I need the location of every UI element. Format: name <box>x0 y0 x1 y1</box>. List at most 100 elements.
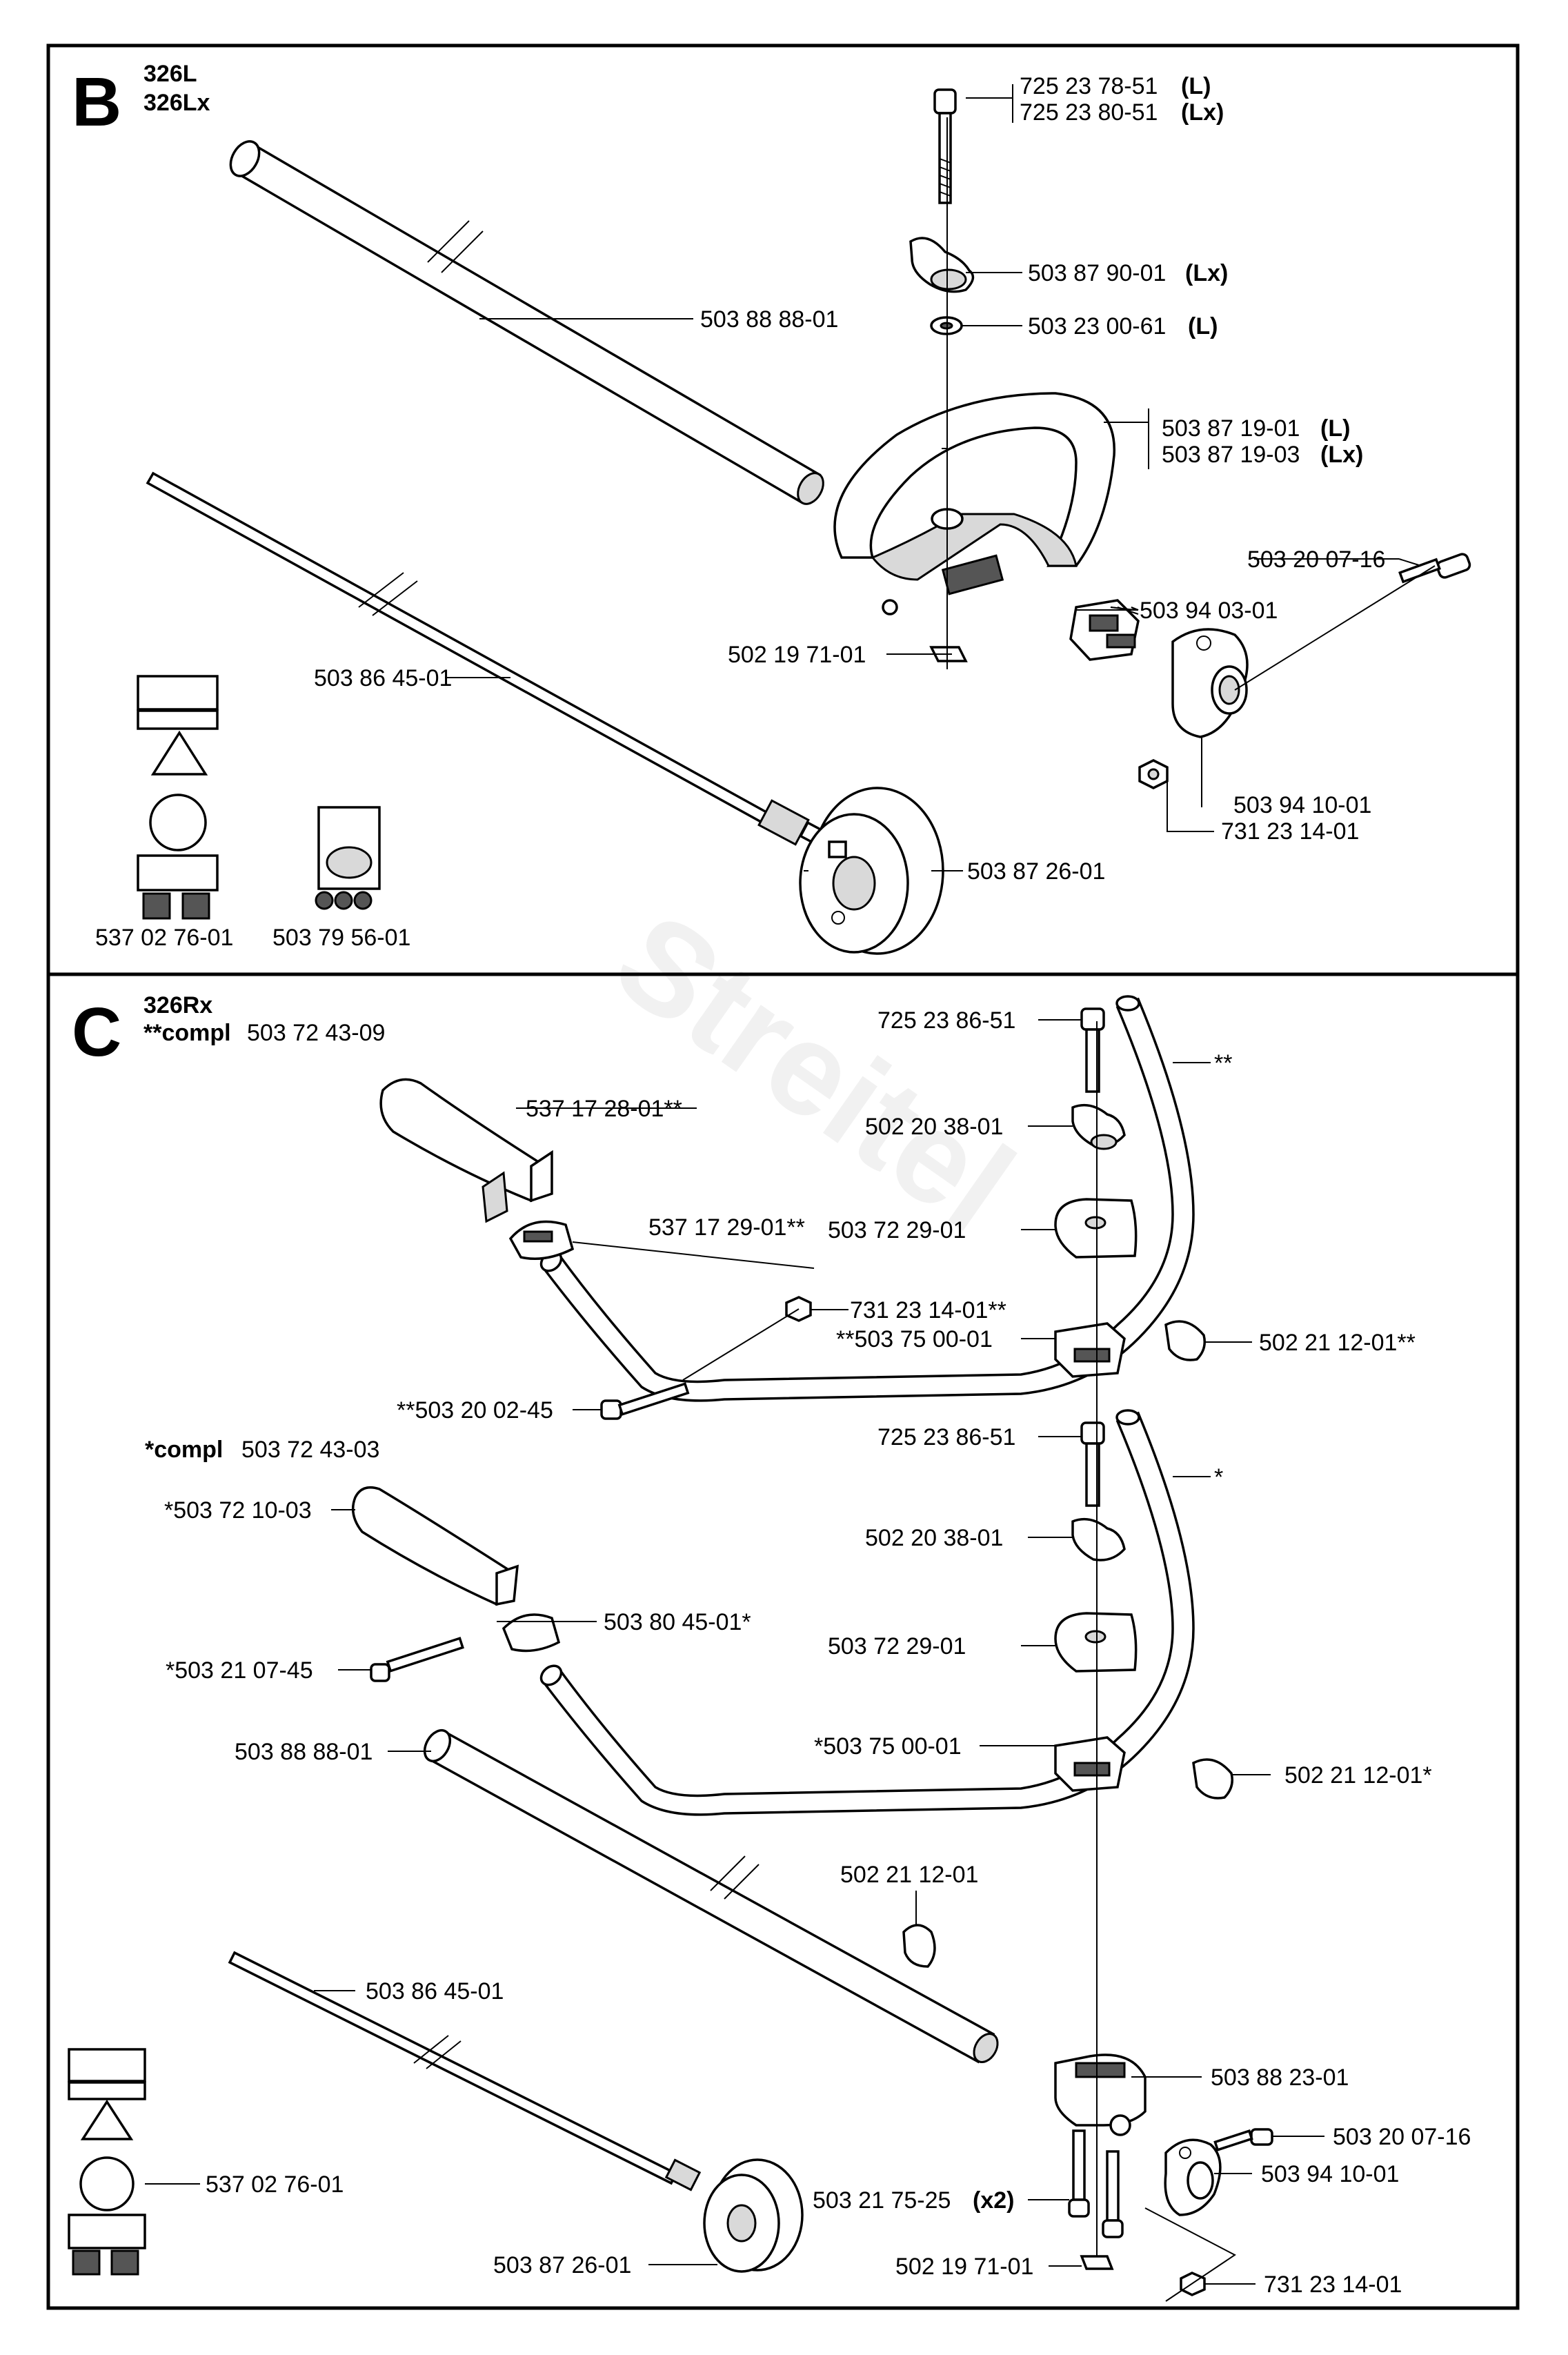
clamp-b-c <box>1054 1736 1126 1792</box>
block-b <box>1054 1612 1138 1673</box>
label-c-marker-a: ** <box>1214 1050 1232 1076</box>
bracket-b <box>1069 599 1140 661</box>
label-c-tube: 503 88 88-01 <box>235 1739 373 1765</box>
drive-shaft-c <box>228 1951 702 2191</box>
label-c-marker-b: * <box>1214 1464 1223 1490</box>
section-b-model-1: 326L <box>143 61 197 87</box>
loop-handle-b <box>833 392 1115 615</box>
label-c-bolt-a: 725 23 86-51 <box>877 1007 1015 1034</box>
guard-drum-c <box>703 2158 804 2273</box>
axis-line-b3 <box>1117 607 1139 615</box>
bolt-b <box>933 88 957 204</box>
label-c-block-a: 503 72 29-01 <box>828 1217 966 1243</box>
section-c-letter: C <box>72 994 121 1071</box>
watermark: Streitel <box>591 885 1038 1259</box>
label-knob-suffix: (Lx) <box>1185 260 1228 286</box>
label-knob: 503 87 90-01 <box>1028 260 1166 286</box>
axis-line-b2 <box>1234 565 1436 691</box>
leaders-b <box>445 84 1422 871</box>
grip-a <box>379 1078 553 1223</box>
label-c-grip-b: *503 72 10-03 <box>164 1497 312 1524</box>
handlebar-b <box>539 1409 1195 1816</box>
decal-stack-c <box>68 2048 146 2276</box>
label-decal-1: 537 02 76-01 <box>95 925 233 951</box>
kit-a-prefix: **compl <box>143 1020 231 1046</box>
label-handle-lx-suffix: (Lx) <box>1320 442 1363 468</box>
section-b-letter: B <box>72 63 121 141</box>
label-c-knob-tube: 502 21 12-01 <box>840 1862 978 1888</box>
wing-knob-b <box>909 237 975 293</box>
side-knob-a <box>1164 1320 1206 1361</box>
kit-b-number: 503 72 43-03 <box>241 1437 379 1463</box>
label-c-decal: 537 02 76-01 <box>206 2171 344 2198</box>
tube-c <box>423 1728 999 2064</box>
label-nut: 731 23 14-01 <box>1221 818 1359 845</box>
kit-b-prefix: *compl <box>145 1437 223 1463</box>
label-washer: 503 23 00-61 <box>1028 313 1166 339</box>
block-a <box>1054 1198 1138 1259</box>
label-c-lever-a: 537 17 29-01** <box>648 1214 805 1241</box>
label-c-bracket: 503 88 23-01 <box>1211 2065 1349 2091</box>
tube-b <box>229 140 824 505</box>
nut-b <box>1138 759 1169 789</box>
label-c-bolt-b: 725 23 86-51 <box>877 1424 1015 1450</box>
decal-trimmer-b <box>315 806 381 910</box>
label-c-bolts-suffix: (x2) <box>973 2187 1014 2214</box>
label-bolt-lx: 725 23 80-51 <box>1020 99 1158 126</box>
label-handle-l: 503 87 19-01 <box>1162 415 1300 442</box>
clamp-right-c <box>1164 2138 1222 2216</box>
label-decal-2: 503 79 56-01 <box>272 925 410 951</box>
drive-shaft-b <box>146 471 828 848</box>
label-c-nut: 731 23 14-01 <box>1264 2272 1402 2298</box>
label-c-lever-b: 503 80 45-01* <box>604 1609 751 1635</box>
label-screw: 503 20 07-16 <box>1247 546 1385 573</box>
label-c-shaft: 503 86 45-01 <box>366 1978 504 2004</box>
label-handle-l-suffix: (L) <box>1320 415 1350 442</box>
label-guard-drum: 503 87 26-01 <box>967 858 1105 885</box>
section-c-model: 326Rx <box>143 992 212 1018</box>
label-c-nut-plate: 502 19 71-01 <box>895 2254 1033 2280</box>
screw-right-c <box>1213 2128 1273 2151</box>
label-c-knob-side-a: 502 21 12-01** <box>1259 1330 1416 1356</box>
clamp-b <box>1171 628 1249 738</box>
label-c-knob-side-b: 502 21 12-01* <box>1284 1762 1432 1789</box>
label-bolt-lx-suffix: (Lx) <box>1181 99 1224 126</box>
lever-a <box>508 1220 575 1260</box>
label-nut-plate: 502 19 71-01 <box>728 642 866 668</box>
bolt-b-c <box>1080 1421 1105 1507</box>
label-washer-suffix: (L) <box>1188 313 1218 339</box>
label-c-knob-b: 502 20 38-01 <box>865 1525 1003 1551</box>
label-c-clamp-a: **503 75 00-01 <box>836 1326 993 1352</box>
grip-b <box>351 1486 519 1606</box>
label-bolt-l: 725 23 78-51 <box>1020 73 1158 99</box>
decal-stack-b <box>137 675 219 920</box>
label-c-screw-b: *503 21 07-45 <box>166 1657 313 1684</box>
label-c-clamp-b: *503 75 00-01 <box>814 1733 962 1760</box>
kit-a-number: 503 72 43-09 <box>247 1020 385 1046</box>
bolts-pair-c <box>1068 2129 1124 2238</box>
label-c-nut-a: 731 23 14-01** <box>850 1297 1006 1323</box>
bolt-a <box>1080 1007 1105 1093</box>
label-c-bolts: 503 21 75-25 <box>813 2187 951 2214</box>
label-c-grip-a: 537 17 28-01** <box>526 1096 682 1122</box>
lever-b <box>502 1613 561 1653</box>
label-c-clamp-right: 503 94 10-01 <box>1261 2161 1399 2187</box>
label-c-block-b: 503 72 29-01 <box>828 1633 966 1659</box>
label-clamp: 503 94 10-01 <box>1233 792 1371 818</box>
label-c-guard-drum: 503 87 26-01 <box>493 2252 631 2278</box>
side-knob-b <box>1192 1758 1233 1800</box>
label-tube: 503 88 88-01 <box>700 306 838 333</box>
label-bolt-l-suffix: (L) <box>1181 73 1211 99</box>
label-c-screw-a: **503 20 02-45 <box>397 1397 553 1423</box>
leaders-c <box>145 1019 1324 2302</box>
nut-plate-c <box>1080 2255 1114 2270</box>
label-bracket: 503 94 03-01 <box>1140 598 1278 624</box>
tube-knob <box>902 1924 936 1968</box>
clamp-a <box>1054 1322 1126 1378</box>
screw-a <box>600 1382 690 1420</box>
knob-b <box>1071 1517 1126 1561</box>
bracket-c <box>1054 2053 1147 2136</box>
section-c-frame <box>46 972 1520 2310</box>
label-c-screw-right: 503 20 07-16 <box>1333 2124 1471 2150</box>
